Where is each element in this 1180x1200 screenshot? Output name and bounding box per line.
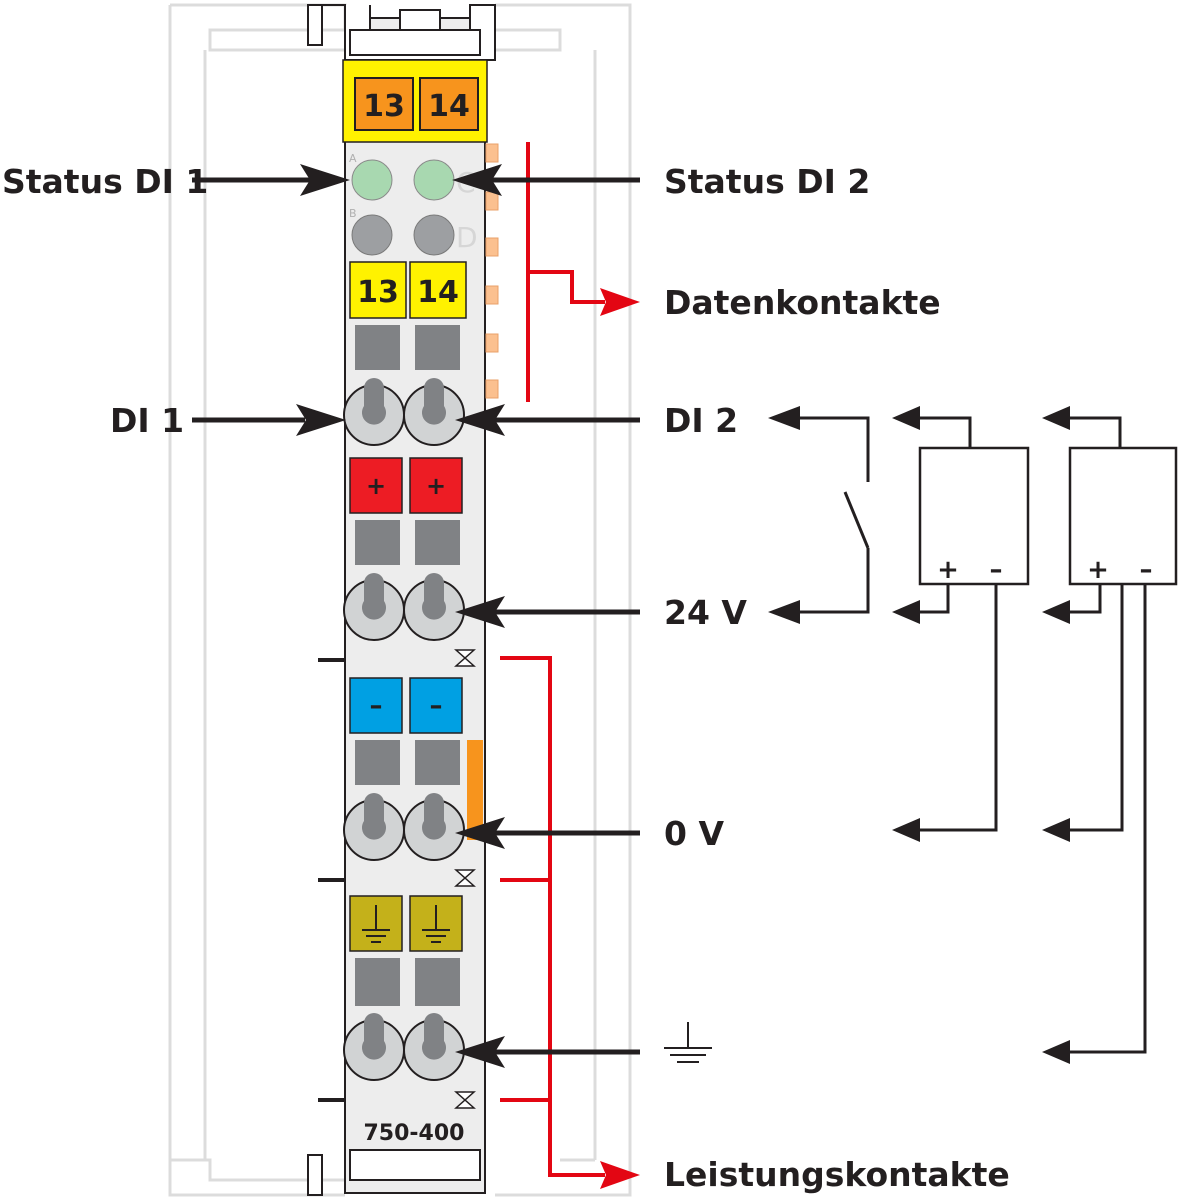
status-led-di2	[413, 159, 455, 201]
sensor2-minus: –	[1140, 555, 1153, 585]
label-status-di2: Status DI 2	[664, 162, 871, 201]
led-letter-a: A	[349, 152, 357, 165]
data-contacts-bracket	[526, 142, 605, 402]
led-letter-d: D	[456, 221, 478, 254]
terminal-label-13-top: 13	[363, 89, 405, 124]
callout-arrows	[192, 164, 640, 1068]
sensor1-minus: –	[990, 555, 1003, 585]
terminal-module	[307, 4, 499, 1196]
din-rail	[168, 3, 632, 1197]
minus-label-1: –	[370, 691, 383, 721]
label-24v: 24 V	[664, 593, 747, 632]
plus-label-1: +	[366, 472, 386, 500]
data-contacts-arrowhead	[600, 288, 640, 316]
clamp-0v-2	[403, 793, 465, 861]
ground-icon	[362, 905, 450, 943]
sensor-box-2	[1068, 446, 1178, 586]
status-led-di1	[351, 159, 393, 201]
led-off-b	[351, 214, 393, 256]
terminal-label-14-top: 14	[428, 89, 470, 124]
ground-symbol-icon	[664, 1022, 712, 1063]
clamp-24v-2	[403, 573, 465, 641]
label-di2: DI 2	[664, 401, 739, 440]
label-datenkontakte: Datenkontakte	[664, 283, 941, 322]
module-model-number: 750-400	[364, 1121, 465, 1146]
sensor1-plus: +	[937, 555, 959, 585]
terminal-label-14: 14	[417, 275, 459, 310]
minus-label-2: –	[430, 691, 443, 721]
external-wiring-arrowheads	[768, 406, 1070, 1064]
led-off-d	[413, 214, 455, 256]
external-wiring	[800, 416, 1147, 1054]
data-contact-tabs	[485, 143, 499, 399]
label-status-di1: Status DI 1	[2, 162, 209, 201]
plus-label-2: +	[426, 472, 446, 500]
label-di1: DI 1	[110, 401, 185, 440]
clamp-di2	[403, 378, 465, 446]
clamp-24v-1	[343, 573, 405, 641]
clamp-di1	[343, 378, 405, 446]
sensor2-plus: +	[1087, 555, 1109, 585]
led-letter-b: B	[349, 207, 357, 220]
clamp-ground-2	[403, 1013, 465, 1081]
clamp-ground-1	[343, 1013, 405, 1081]
sensor-box-1	[918, 446, 1030, 586]
label-leistungskontakte: Leistungskontakte	[664, 1155, 1010, 1194]
terminal-label-13: 13	[357, 275, 399, 310]
power-contacts-arrowhead	[600, 1161, 640, 1189]
label-0v: 0 V	[664, 814, 724, 853]
power-contacts-bracket	[500, 656, 605, 1177]
